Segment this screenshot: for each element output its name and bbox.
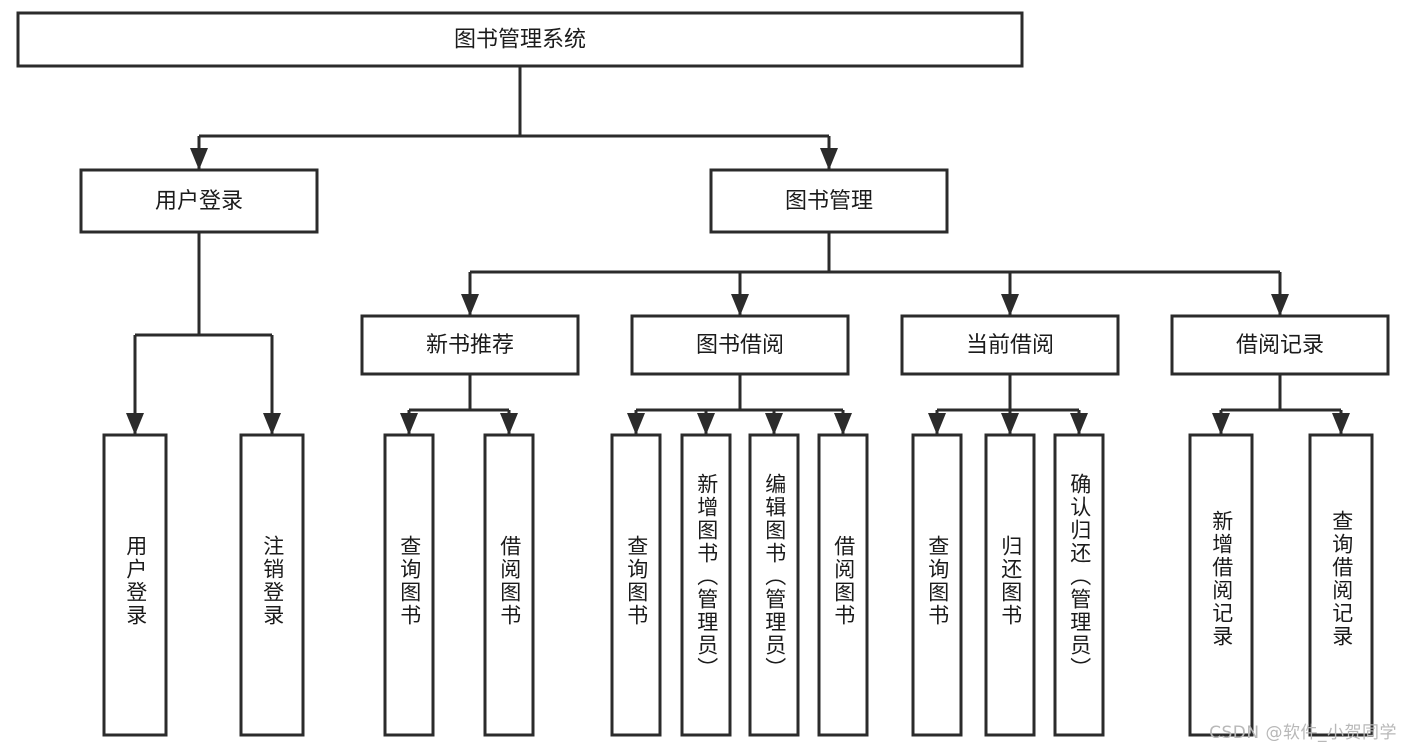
bookmgmt-to-level3-arrow-3 xyxy=(1271,294,1289,316)
node-leaf-11[interactable] xyxy=(1188,433,1254,737)
userlogin-to-leaves-arrow-0 xyxy=(126,413,144,435)
current-to-leaves-arrow-2 xyxy=(1070,413,1088,435)
bookmgmt-to-level3-arrow-2 xyxy=(1001,294,1019,316)
node-level2-0[interactable] xyxy=(79,168,319,234)
node-root[interactable] xyxy=(16,11,1024,68)
record-to-leaves-arrow-1 xyxy=(1332,413,1350,435)
connectors-layer xyxy=(126,66,1350,435)
node-leaf-2[interactable] xyxy=(383,433,435,737)
node-leaf-9[interactable] xyxy=(984,433,1036,737)
bookmgmt-to-level3-arrow-0 xyxy=(461,294,479,316)
node-leaf-3[interactable] xyxy=(483,433,535,737)
node-leaf-0[interactable] xyxy=(102,433,168,737)
userlogin-to-leaves-arrow-1 xyxy=(263,413,281,435)
watermark-text: CSDN @软件_小贺同学 xyxy=(1209,723,1397,743)
borrow-to-leaves-arrow-2 xyxy=(765,413,783,435)
node-leaf-6[interactable] xyxy=(748,433,800,737)
borrow-to-leaves-arrow-3 xyxy=(834,413,852,435)
node-level3-3-label: 借阅记录 xyxy=(1236,333,1324,358)
node-leaf-1[interactable] xyxy=(239,433,305,737)
node-leaf-12[interactable] xyxy=(1308,433,1374,737)
node-level2-1-label: 图书管理 xyxy=(785,189,873,214)
node-leaf-4[interactable] xyxy=(610,433,662,737)
root-to-level2-arrow-1 xyxy=(820,148,838,170)
node-level2-0-label: 用户登录 xyxy=(155,189,243,214)
record-to-leaves-arrow-0 xyxy=(1212,413,1230,435)
node-level3-0[interactable] xyxy=(360,314,580,376)
node-level3-1[interactable] xyxy=(630,314,850,376)
node-level3-2[interactable] xyxy=(900,314,1120,376)
newbook-to-leaves-arrow-0 xyxy=(400,413,418,435)
node-level3-3[interactable] xyxy=(1170,314,1390,376)
bookmgmt-to-level3-arrow-1 xyxy=(731,294,749,316)
node-leaf-7[interactable] xyxy=(817,433,869,737)
newbook-to-leaves-arrow-1 xyxy=(500,413,518,435)
root-to-level2-arrow-0 xyxy=(190,148,208,170)
node-leaf-8[interactable] xyxy=(911,433,963,737)
current-to-leaves-arrow-1 xyxy=(1001,413,1019,435)
node-level2-1[interactable] xyxy=(709,168,949,234)
borrow-to-leaves-arrow-1 xyxy=(697,413,715,435)
node-leaf-5[interactable] xyxy=(680,433,732,737)
node-level3-2-label: 当前借阅 xyxy=(966,333,1054,358)
node-leaf-10[interactable] xyxy=(1053,433,1105,737)
node-level3-1-label: 图书借阅 xyxy=(696,333,784,358)
node-root-label: 图书管理系统 xyxy=(454,28,586,53)
borrow-to-leaves-arrow-0 xyxy=(627,413,645,435)
node-level3-0-label: 新书推荐 xyxy=(426,333,514,358)
current-to-leaves-arrow-0 xyxy=(928,413,946,435)
